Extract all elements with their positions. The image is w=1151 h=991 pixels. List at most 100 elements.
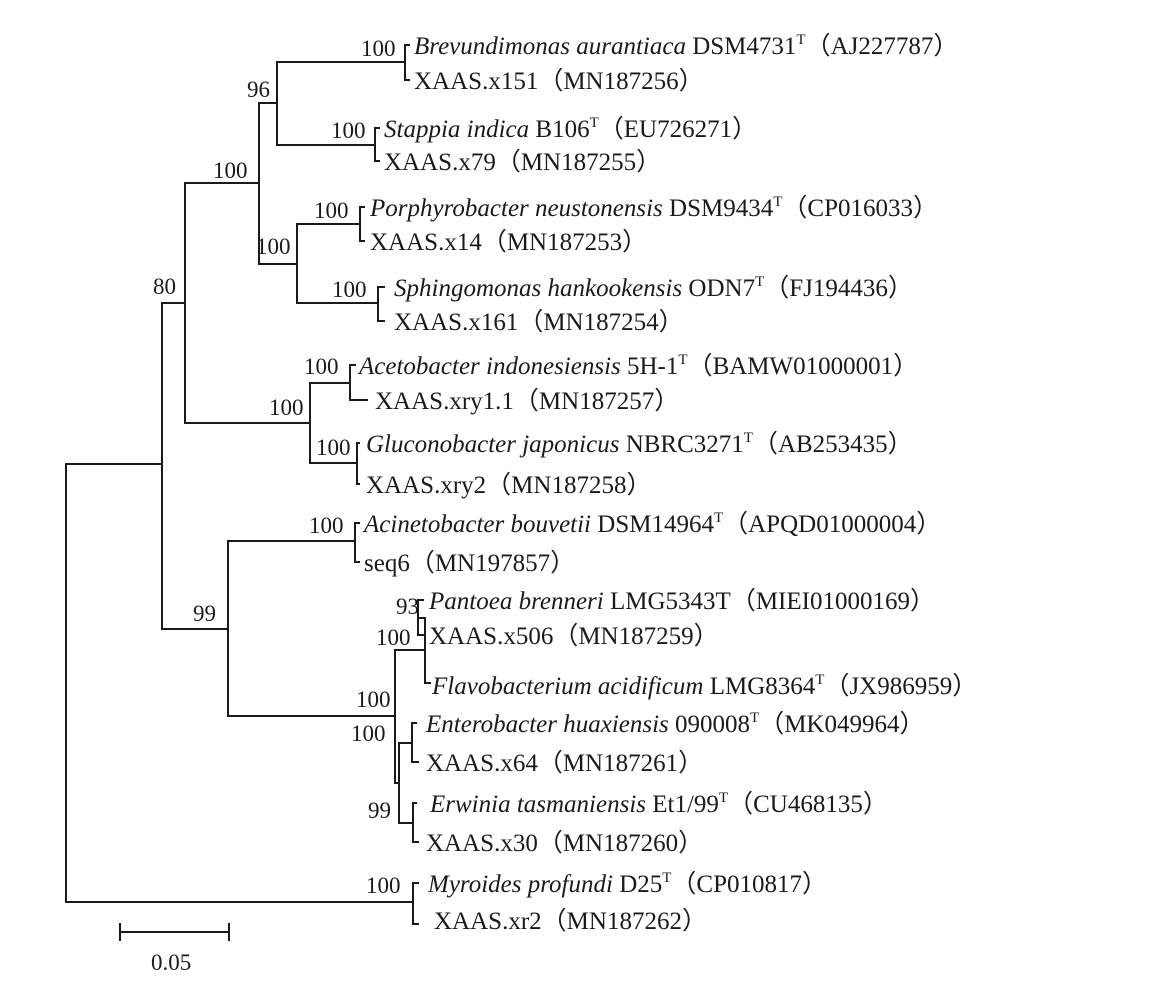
leaf-label-acinetobacter: Acinetobacter bouvetii DSM14964T（APQD010… [362, 510, 941, 538]
leaf-strain: ODN7 [688, 275, 755, 302]
bootstrap-value: 100 [304, 354, 339, 379]
leaf-accession: （MN187256） [538, 67, 703, 95]
leaf-label-stappia: Stappia indica B106T（EU726271） [384, 115, 757, 143]
leaf-species: Acinetobacter bouvetii [362, 511, 597, 538]
leaf-strain: XAAS.x30 [426, 830, 538, 857]
leaf-accession: （MN187257） [514, 387, 679, 415]
leaf-type-mark: T [714, 510, 723, 526]
leaf-accession: （MN187253） [482, 228, 647, 256]
bootstrap-value: 100 [309, 513, 344, 538]
leaf-type-mark: T [719, 790, 728, 806]
leaf-label-x14: XAAS.x14（MN187253） [370, 228, 647, 256]
leaf-type-mark: T [773, 194, 782, 210]
leaf-accession: （BAMW01000001） [688, 352, 919, 380]
bootstrap-value: 99 [368, 798, 391, 823]
leaf-label-x30: XAAS.x30（MN187260） [426, 829, 703, 857]
leaf-accession: （MN197857） [410, 549, 575, 577]
leaf-accession: （MIEI01000169） [731, 587, 935, 615]
leaf-species: Myroides profundi [427, 871, 619, 898]
leaf-strain: XAAS.x161 [394, 309, 518, 336]
bootstrap-value: 100 [256, 234, 291, 259]
tree-branches [65, 44, 431, 925]
bootstrap-value: 100 [356, 687, 391, 712]
leaf-strain: XAAS.xr2 [434, 908, 542, 935]
leaf-type-mark: T [678, 352, 687, 368]
leaf-label-xry2: XAAS.xry2（MN187258） [366, 471, 651, 499]
leaf-strain: XAAS.xry2 [366, 472, 486, 499]
bootstrap-value: 93 [396, 594, 419, 619]
leaf-label-acetobacter: Acetobacter indonesiensis 5H-1T（BAMW0100… [357, 352, 918, 380]
leaf-species: Acetobacter indonesiensis [357, 353, 627, 380]
leaf-label-xry11: XAAS.xry1.1（MN187257） [375, 387, 679, 415]
bootstrap-value: 99 [193, 601, 216, 626]
leaf-species: Enterobacter huaxiensis [425, 711, 675, 738]
bootstrap-value: 100 [376, 625, 411, 650]
leaf-type-mark: T [750, 710, 759, 726]
leaf-accession: （MN187260） [538, 829, 703, 857]
bootstrap-value: 100 [361, 36, 396, 61]
leaf-label-x64: XAAS.x64（MN187261） [426, 749, 703, 777]
leaf-accession: （APQD01000004） [723, 510, 941, 538]
leaf-type-mark: T [662, 870, 671, 886]
leaf-strain: LMG8364 [710, 673, 816, 700]
leaf-label-myroides: Myroides profundi D25T（CP010817） [427, 870, 827, 898]
leaf-strain: D25 [619, 871, 662, 898]
leaf-strain: XAAS.xry1.1 [375, 388, 514, 415]
leaf-label-seq6: seq6（MN197857） [364, 549, 575, 577]
leaf-species: Brevundimonas aurantiaca [414, 33, 692, 60]
leaf-strain: 5H-1 [627, 353, 678, 380]
leaf-type-mark: T [590, 115, 599, 131]
leaf-accession: （AB253435） [753, 430, 913, 458]
leaf-strain: DSM4731 [692, 33, 796, 60]
leaf-label-brevundimonas: Brevundimonas aurantiaca DSM4731T（AJ2277… [414, 32, 958, 60]
leaf-type-mark: T [796, 32, 805, 48]
leaf-label-xr2: XAAS.xr2（MN187262） [434, 907, 707, 935]
leaf-strain: Et1/99 [652, 791, 719, 818]
bootstrap-value: 80 [153, 274, 176, 299]
bootstrap-labels: 100 96 100 100 100 100 100 80 100 100 100 100 99 93 10… [153, 36, 419, 898]
leaf-accession: （FJ194436） [764, 274, 913, 302]
leaf-label-flavobacterium: Flavobacterium acidificum LMG8364T（JX986… [431, 672, 977, 700]
leaf-type-mark: T [744, 430, 753, 446]
leaf-accession: （MN187258） [486, 471, 651, 499]
leaf-label-sphingomonas: Sphingomonas hankookensis ODN7T（FJ194436… [394, 274, 913, 302]
leaf-accession: （MN187255） [496, 148, 661, 176]
leaf-type-mark: T [815, 672, 824, 688]
bootstrap-value: 100 [331, 118, 366, 143]
leaf-accession: （EU726271） [599, 115, 757, 143]
leaf-label-x161: XAAS.x161（MN187254） [394, 308, 684, 336]
leaf-strain: B106 [535, 116, 589, 143]
bootstrap-value: 100 [351, 721, 386, 746]
bootstrap-value: 100 [314, 198, 349, 223]
leaf-strain: XAAS.x79 [384, 149, 496, 176]
leaf-accession: （MN187262） [542, 907, 707, 935]
leaf-label-gluconobacter: Gluconobacter japonicus NBRC3271T（AB2534… [366, 430, 913, 458]
leaf-strain: 090008 [675, 711, 750, 738]
leaf-strain: XAAS.x151 [414, 68, 538, 95]
leaf-strain: seq6 [364, 550, 410, 577]
leaf-strain: NBRC3271 [626, 431, 744, 458]
leaf-type-mark: T [755, 274, 764, 290]
leaf-accession: （MK049964） [759, 710, 924, 738]
leaf-strain: XAAS.x64 [426, 750, 538, 777]
leaf-label-enterobacter: Enterobacter huaxiensis 090008T（MK049964… [425, 710, 925, 738]
bootstrap-value: 100 [366, 873, 401, 898]
leaf-strain: LMG5343T [610, 588, 731, 615]
leaf-label-pantoea: Pantoea brenneri LMG5343T（MIEI01000169） [428, 587, 935, 615]
tree-leaf-labels: Brevundimonas aurantiaca DSM4731T（AJ2277… [357, 32, 977, 935]
bootstrap-value: 96 [247, 77, 270, 102]
leaf-species: Flavobacterium acidificum [431, 673, 710, 700]
leaf-species: Erwinia tasmaniensis [429, 791, 652, 818]
bootstrap-value: 100 [213, 158, 248, 183]
leaf-label-x79: XAAS.x79（MN187255） [384, 148, 661, 176]
leaf-label-x506: XAAS.x506（MN187259） [429, 622, 719, 650]
bootstrap-value: 100 [316, 435, 351, 460]
leaf-label-x151: XAAS.x151（MN187256） [414, 67, 704, 95]
leaf-species: Sphingomonas hankookensis [394, 275, 688, 302]
leaf-accession: （MN187261） [538, 749, 703, 777]
leaf-accession: （MN187259） [553, 622, 718, 650]
leaf-strain: XAAS.x506 [429, 623, 553, 650]
leaf-strain: XAAS.x14 [370, 229, 482, 256]
